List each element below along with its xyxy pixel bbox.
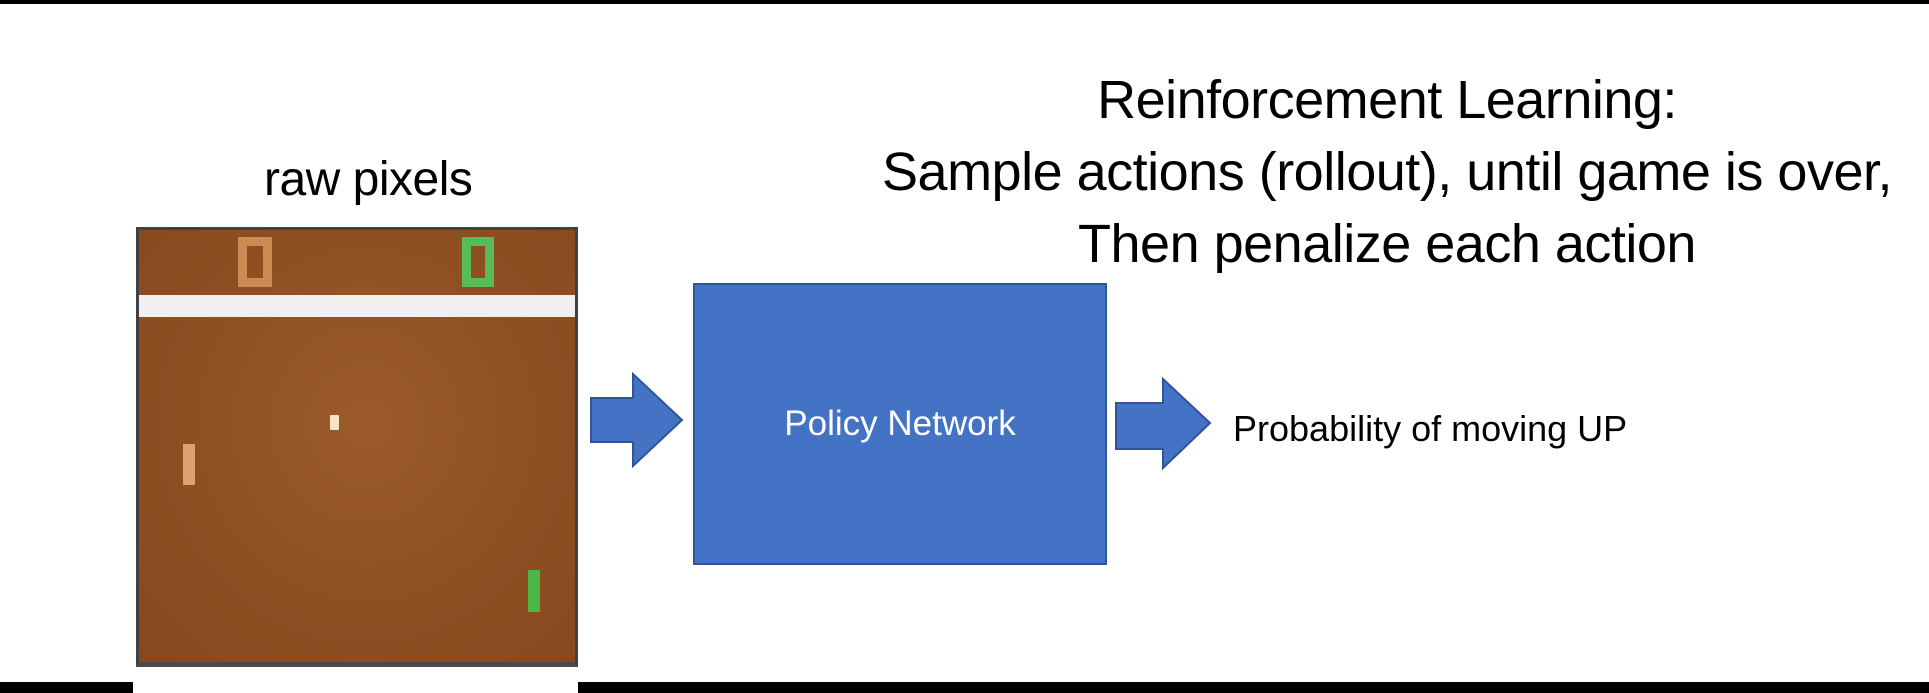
- output-arrow-icon: [1115, 377, 1212, 470]
- right-paddle: [528, 570, 540, 612]
- policy-network-label: Policy Network: [784, 404, 1016, 443]
- probability-output-label: Probability of moving UP: [1233, 408, 1628, 449]
- right-player-score: [462, 237, 494, 287]
- pong-game-screenshot: [136, 227, 578, 667]
- raw-pixels-label: raw pixels: [264, 153, 473, 206]
- left-paddle: [183, 444, 195, 485]
- title-block: Reinforcement Learning: Sample actions (…: [820, 64, 1929, 280]
- top-boundary-line: [139, 295, 575, 317]
- title-line-1: Reinforcement Learning:: [1097, 70, 1677, 130]
- left-player-score: [238, 237, 272, 287]
- ball: [330, 415, 339, 430]
- policy-network-box: Policy Network: [693, 283, 1107, 565]
- bottom-black-bar-right: [578, 682, 1929, 693]
- input-arrow-icon: [590, 372, 684, 468]
- top-black-bar: [0, 0, 1929, 4]
- title-line-2: Sample actions (rollout), until game is …: [882, 142, 1892, 202]
- title-line-3: Then penalize each action: [1078, 214, 1696, 274]
- bottom-black-bar-left: [0, 682, 133, 693]
